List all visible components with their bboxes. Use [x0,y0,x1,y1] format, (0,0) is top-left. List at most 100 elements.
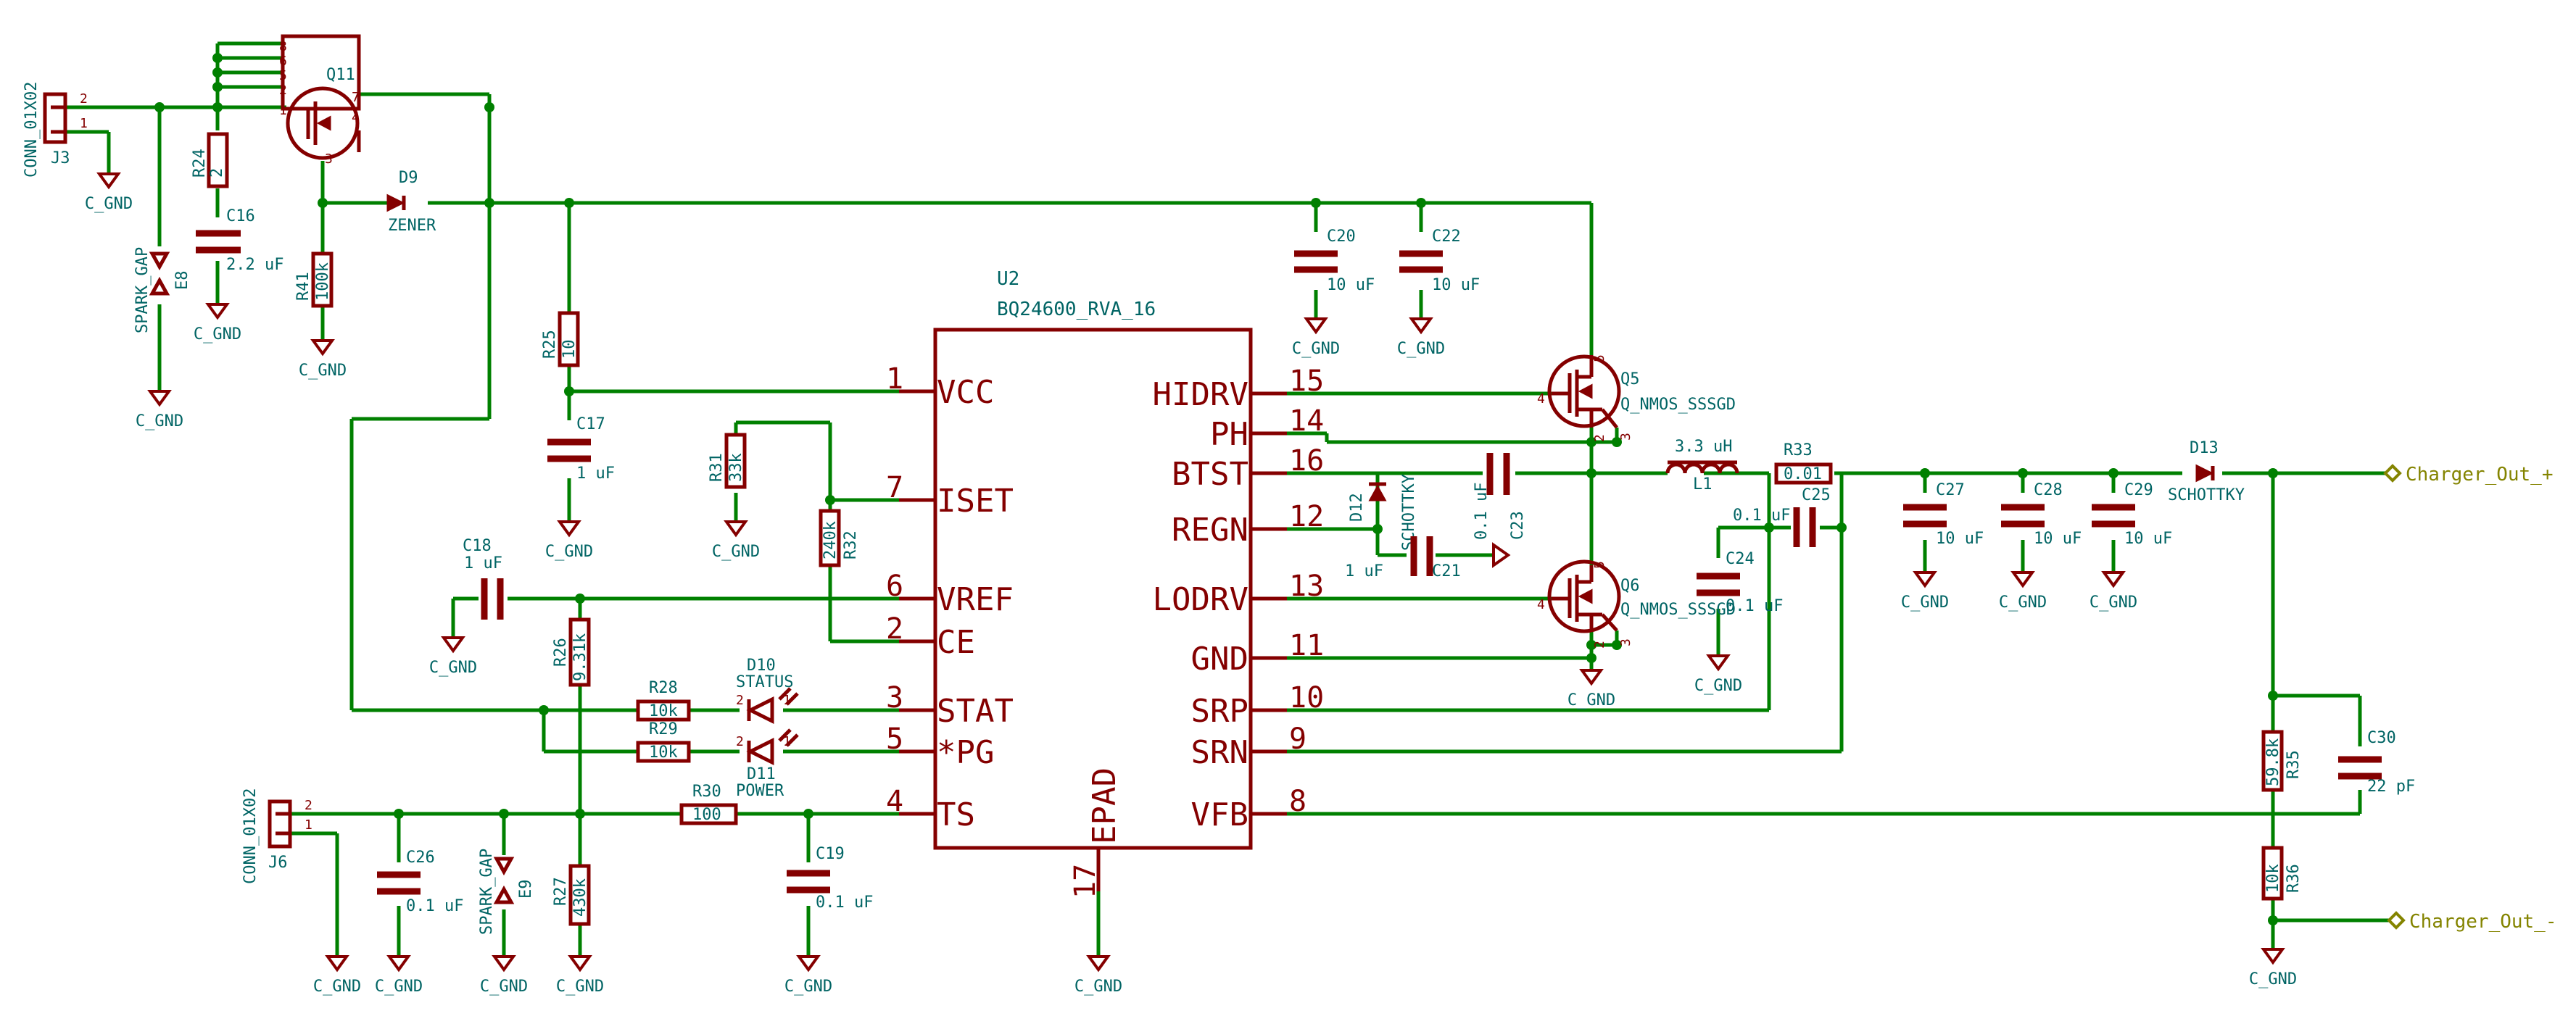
c19-value: 0.1 uF [816,894,873,912]
c22-ref: C22 [1432,228,1461,246]
capacitor-c24[interactable]: C24 0.1 uF [1697,550,1783,615]
c28-ref: C28 [2034,481,2063,499]
capacitor-c18[interactable]: C18 1 uF [463,537,504,620]
r41-value: 100k [314,262,332,301]
u2-pin-vref: VREF [937,581,1014,618]
inductor-l1[interactable]: 3.3 uH L1 [1665,438,1739,494]
ground-symbol [1409,317,1433,335]
port-out-minus-label: Charger_Out_- [2409,911,2557,933]
ground-label: C_GND [545,543,593,561]
zener-d9[interactable]: D9 ZENER [386,169,436,235]
led-d10[interactable]: 2 1 D10 STATUS [736,657,799,725]
ground-symbol [492,955,516,973]
u2-pin-ce: CE [937,624,975,661]
q5-ref: Q5 [1620,370,1640,388]
ground-label: C_GND [1567,691,1615,709]
resistor-r36[interactable]: 10k R36 [2261,846,2303,901]
c17-ref: C17 [576,415,605,433]
capacitor-c26[interactable]: C26 0.1 uF [377,849,463,915]
capacitor-c30[interactable]: C30 22 pF [2338,729,2415,796]
d10-ref: D10 [747,657,776,675]
d11-ref: D11 [747,765,776,783]
capacitor-c29[interactable]: C29 10 uF [2092,481,2172,548]
u2-pin17-num: 17 [1069,864,1102,899]
c25-ref: C25 [1802,486,1831,504]
c21-value: 1 uF [1345,562,1383,580]
mosfet-q6[interactable]: 4 5 2 3 Q6 Q_NMOS_SSSGD [1537,559,1736,649]
ground-label: C_GND [712,543,760,561]
c23-ref: C23 [1509,511,1527,540]
port-charger-out-plus[interactable]: Charger_Out_+ [2383,464,2554,486]
capacitor-c23[interactable]: 0.1 uF C23 [1473,453,1527,540]
r29-ref: R29 [649,720,678,738]
ground-label: C_GND [1999,594,2047,612]
l1-ref: L1 [1693,475,1712,494]
capacitor-c28[interactable]: C28 10 uF [2001,481,2082,548]
r29-value: 10k [649,744,678,762]
capacitor-c21[interactable]: 1 uF C21 [1345,536,1511,580]
q6-pin4: 4 [1537,597,1545,612]
u2-pin-srp: SRP [1191,693,1248,730]
resistor-r33[interactable]: 0.01 R33 [1774,441,1833,485]
led-d11[interactable]: 2 1 D11 POWER [736,728,799,800]
u2-pin14-num: 14 [1289,404,1324,438]
ground-label: C_GND [429,659,477,677]
c30-value: 22 pF [2367,778,2415,796]
ground-symbol [2261,948,2285,965]
ground-symbol [724,520,748,538]
capacitor-c27[interactable]: C27 10 uF [1903,481,1984,548]
schottky-d12[interactable]: D12 SCHOTTKY [1348,474,1418,551]
connector-j3[interactable]: 2 1 J3 CONN_01X02 [22,82,88,178]
d10-pin2: 2 [736,693,744,708]
resistor-r32[interactable]: 240k R32 [819,509,860,567]
ic-u2[interactable]: U2 BQ24600_RVA_16 1 VCC 7 ISET 6 VREF 2 … [886,268,1324,899]
spark-gap-e8[interactable]: E8 SPARK_GAP [133,247,191,333]
mosfet-q5[interactable]: 4 5 2 3 Q5 Q_NMOS_SSSGD [1537,354,1736,442]
capacitor-c17[interactable]: C17 1 uF [547,415,615,483]
r36-value: 10k [2264,864,2282,893]
capacitor-c16[interactable]: C16 2.2 uF [196,207,283,274]
ground-symbol [1706,654,1731,672]
d9-value: ZENER [388,217,436,235]
u2-value: BQ24600_RVA_16 [997,299,1156,320]
resistor-r29[interactable]: 10k R29 [636,720,691,763]
ground-label: C_GND [299,362,347,380]
capacitor-c20[interactable]: C20 10 uF [1294,228,1375,294]
capacitor-c22[interactable]: C22 10 uF [1399,228,1480,294]
r28-ref: R28 [649,679,678,697]
d11-value: POWER [736,782,784,800]
mosfet-q11[interactable]: 8 6 5 2 1 7 4 3 Q11 [279,34,361,167]
r35-value: 59.8k [2264,738,2282,786]
resistor-r41[interactable]: 100k R41 [294,251,334,308]
schottky-d13[interactable]: D13 SCHOTTKY [2168,439,2245,504]
spark-gap-e9[interactable]: E9 SPARK_GAP [478,849,535,935]
resistor-r26[interactable]: 9.31k R26 [552,617,591,687]
d13-value: SCHOTTKY [2168,486,2245,504]
ground-symbol [147,390,172,407]
port-charger-out-minus[interactable]: Charger_Out_- [2387,911,2557,933]
resistor-r24[interactable]: 2 R24 [191,132,229,188]
j6-pin1: 1 [305,817,312,833]
resistor-r30[interactable]: 100 R30 [679,783,738,825]
resistor-r27[interactable]: 430k R27 [552,864,591,926]
ground-symbol [2101,571,2126,588]
capacitor-c19[interactable]: C19 0.1 uF [787,845,873,912]
l1-value: 3.3 uH [1675,438,1732,456]
r25-ref: R25 [541,330,559,359]
resistor-r35[interactable]: 59.8k R35 [2261,730,2303,792]
u2-pin-srn: SRN [1191,734,1248,771]
u2-pin8-num: 8 [1289,785,1306,818]
d11-pin2: 2 [736,734,744,749]
ground-label: C_GND [556,978,604,996]
resistor-r28[interactable]: 10k R28 [636,679,691,722]
q6-pin3: 3 [1618,638,1633,646]
resistor-r31[interactable]: 33k R31 [708,433,747,489]
capacitor-c25[interactable]: C25 0.1 uF [1733,486,1831,547]
resistor-r25[interactable]: 10 R25 [541,311,580,367]
ground-label: C_GND [784,978,832,996]
ground-symbols: C_GND C_GND C_GND C_GND C_GND C_GND C_GND C_GND… [85,172,2297,996]
j3-pin1: 1 [80,116,88,131]
r30-value: 100 [692,806,721,824]
connector-j6[interactable]: 2 1 J6 CONN_01X02 [241,788,312,884]
j6-value: CONN_01X02 [241,788,260,884]
